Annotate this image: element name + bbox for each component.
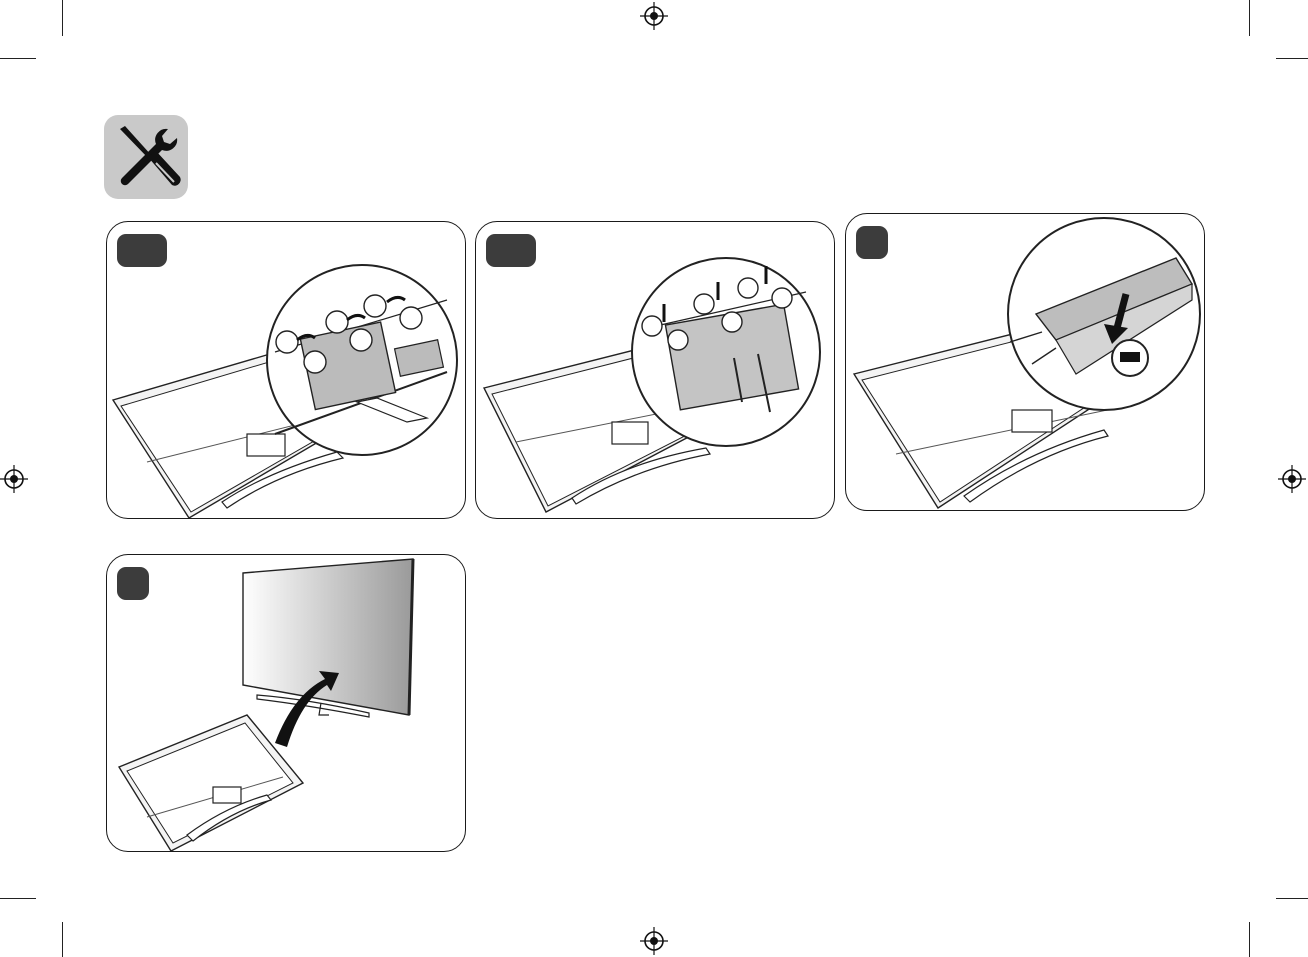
tool-badge: [104, 115, 188, 199]
crop-mark: [0, 898, 36, 899]
crop-mark: [1276, 58, 1308, 59]
crop-mark: [1249, 0, 1250, 36]
crop-mark: [62, 922, 63, 957]
registration-target-icon: [640, 2, 668, 30]
step-3-panel: [845, 213, 1205, 511]
tv-face-down-press-cover-detail: [846, 214, 1204, 510]
crop-mark: [0, 58, 36, 59]
registration-target-icon: [1278, 465, 1306, 493]
tv-face-down-stand-cover-detail: [107, 222, 465, 518]
step-2-panel: [475, 221, 835, 519]
step-1-panel: [106, 221, 466, 519]
crop-mark: [62, 0, 63, 36]
crop-mark: [1276, 898, 1308, 899]
tv-lift-upright: [107, 555, 465, 851]
registration-target-icon: [0, 465, 28, 493]
step-4-panel: [106, 554, 466, 852]
crop-mark: [1249, 922, 1250, 957]
registration-target-icon: [640, 927, 668, 955]
screwdriver-wrench-icon: [104, 115, 188, 199]
tv-face-down-cable-cover-detail: [476, 222, 834, 518]
